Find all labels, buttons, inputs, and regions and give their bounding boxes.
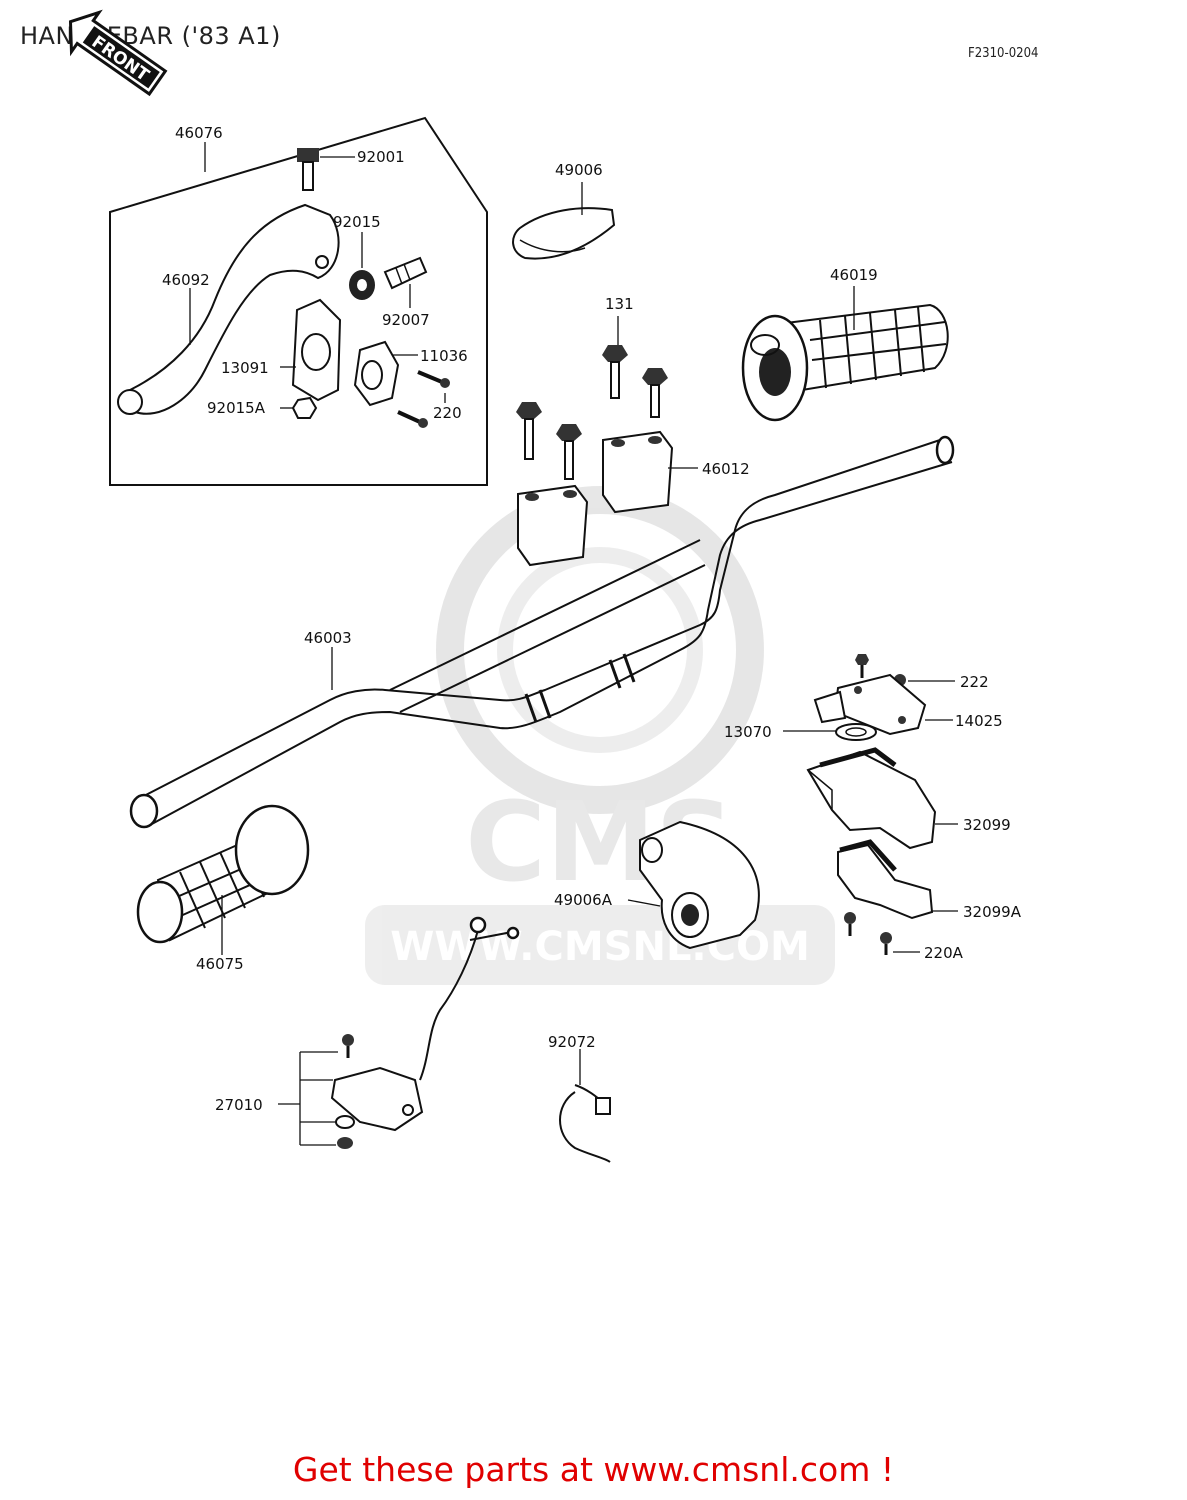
plate-14025 <box>813 673 927 736</box>
washer-13070 <box>835 723 877 741</box>
label-32099A: 32099A <box>963 903 1022 921</box>
label-13070: 13070 <box>724 723 772 741</box>
nut-92015A <box>291 396 318 419</box>
label-11036: 11036 <box>420 347 468 365</box>
label-92015A: 92015A <box>207 399 266 417</box>
label-32099: 32099 <box>963 816 1011 834</box>
bolt-92001 <box>297 148 319 191</box>
lever-assembly-frame <box>109 116 488 486</box>
label-27010: 27010 <box>215 1096 263 1114</box>
screws-220 <box>397 370 450 428</box>
promo-link[interactable]: Get these parts at www.cmsnl.com ! <box>292 1450 895 1489</box>
cover-49006A <box>639 820 760 950</box>
kill-switch-27010 <box>330 916 520 1149</box>
figure-code: F2310-0204 <box>968 46 1039 61</box>
left-grip-46075 <box>136 804 310 944</box>
label-46092: 46092 <box>162 271 210 289</box>
label-13091: 13091 <box>221 359 269 377</box>
part-labels: 46076 92001 92015 46092 92007 11036 1309… <box>162 124 1022 1114</box>
watermark-url: WWW.CMSNL.COM <box>390 924 810 970</box>
label-92007: 92007 <box>382 311 430 329</box>
label-46076: 46076 <box>175 124 223 142</box>
clamp-92072 <box>559 1084 611 1163</box>
nut-92015 <box>349 270 375 300</box>
label-92072: 92072 <box>548 1033 596 1051</box>
label-220: 220 <box>433 404 462 422</box>
label-46019: 46019 <box>830 266 878 284</box>
leader-lines <box>189 142 958 1146</box>
label-92001: 92001 <box>357 148 405 166</box>
housing-32099 <box>806 747 937 850</box>
clutch-lever <box>117 203 340 415</box>
cover-49006 <box>512 207 616 260</box>
label-46003: 46003 <box>304 629 352 647</box>
watermark: CMS WWW.CMSNL.COM <box>365 486 835 985</box>
screws-220A <box>844 912 892 955</box>
holders-46012 <box>517 430 674 567</box>
throttle-grip-46019 <box>741 303 949 422</box>
clamp-11036 <box>353 340 400 407</box>
front-arrow-icon: FRONT <box>68 9 168 97</box>
label-46012: 46012 <box>702 460 750 478</box>
diagram-title: HANDLEBAR ('83 A1) <box>20 22 281 50</box>
handlebar-46003 <box>129 435 955 829</box>
label-46075: 46075 <box>196 955 244 973</box>
housing-32099A <box>837 839 934 920</box>
label-92015: 92015 <box>333 213 381 231</box>
label-222: 222 <box>960 673 989 691</box>
label-14025: 14025 <box>955 712 1003 730</box>
bracket-13091 <box>291 298 342 402</box>
adjuster-92007 <box>383 256 428 290</box>
label-49006A: 49006A <box>554 891 613 909</box>
label-49006: 49006 <box>555 161 603 179</box>
label-220A: 220A <box>924 944 964 962</box>
bolts-131 <box>516 345 668 480</box>
label-131: 131 <box>605 295 634 313</box>
